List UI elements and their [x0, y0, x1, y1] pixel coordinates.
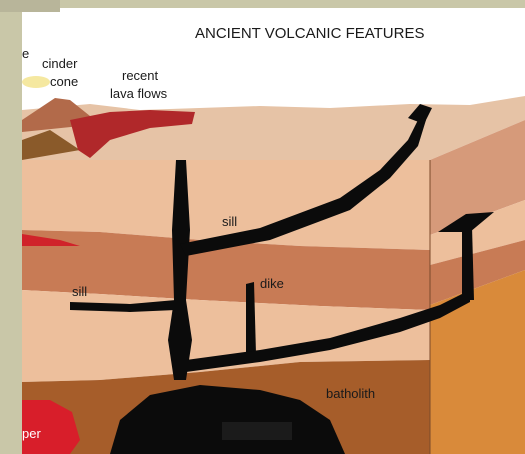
label-batholith: batholith [326, 386, 375, 401]
label-sill-upper: sill [222, 214, 237, 229]
top-left-strip [0, 0, 60, 12]
diagram-title: ANCIENT VOLCANIC FEATURES [195, 25, 424, 42]
batholith-highlight [222, 422, 292, 440]
yellow-blob [22, 76, 50, 88]
label-dike: dike [260, 276, 284, 291]
left-border [0, 0, 22, 454]
label-sill-lower: sill [72, 284, 87, 299]
label-partial-left: e [22, 46, 29, 61]
label-partial-bottom-left: per [22, 426, 41, 441]
